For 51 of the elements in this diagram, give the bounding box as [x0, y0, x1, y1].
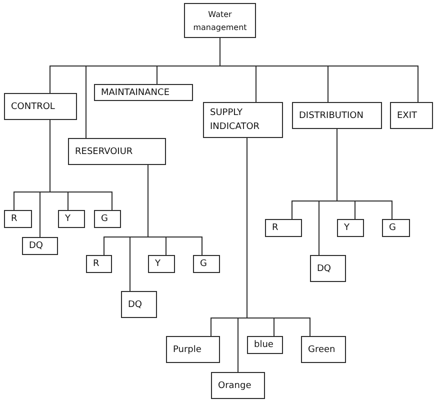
org-chart-box [247, 336, 283, 354]
org-chart-box [184, 3, 256, 38]
org-chart-box [58, 210, 85, 228]
box-label: RESERVOIUR [75, 146, 133, 158]
box-label: Y [155, 258, 160, 271]
org-chart-box [211, 372, 265, 399]
box-label: DISTRIBUTION [299, 110, 364, 122]
box-label: Y [65, 213, 70, 226]
connector-line [246, 138, 310, 336]
org-chart-box [310, 255, 346, 282]
box-label: DQ [29, 240, 44, 253]
connector-line [50, 120, 112, 210]
box-label: Water management [192, 8, 248, 34]
box-label: G [101, 213, 108, 226]
box-label: SUPPLY INDICATOR [210, 107, 261, 134]
org-chart-box [121, 291, 157, 318]
org-chart-box [193, 255, 220, 273]
box-label: G [389, 222, 396, 235]
org-chart-box [166, 336, 220, 363]
org-chart-box [148, 255, 175, 273]
box-label: EXIT [397, 110, 418, 122]
box-label: blue [254, 339, 274, 352]
connector-line [336, 128, 392, 220]
org-chart-box [301, 336, 346, 363]
org-chart-box [4, 210, 32, 228]
org-chart-box [265, 219, 302, 237]
box-label: CONTROL [11, 100, 55, 114]
box-label: R [11, 213, 18, 226]
org-chart-box [94, 84, 193, 101]
box-label: Green [308, 344, 336, 356]
box-label: Purple [173, 344, 202, 356]
box-label: MAINTAINANCE [101, 86, 170, 100]
connector-line [220, 38, 418, 102]
connector-line [148, 164, 202, 256]
org-chart-box [4, 93, 77, 120]
org-chart-box [203, 102, 283, 138]
org-chart-box [390, 102, 433, 129]
box-label: DQ [317, 262, 332, 276]
box-label: Y [344, 222, 350, 235]
box-label: Orange [218, 380, 252, 392]
org-chart-box [22, 237, 58, 255]
org-chart-box [86, 255, 112, 273]
box-label: R [272, 222, 278, 235]
org-chart-box [68, 138, 166, 165]
org-chart-box [382, 219, 410, 237]
org-chart-box [292, 102, 382, 129]
org-chart-box [337, 219, 364, 237]
box-label: DQ [128, 298, 142, 312]
org-chart-box [94, 210, 121, 228]
box-label: R [93, 258, 100, 271]
box-label: G [200, 258, 207, 271]
